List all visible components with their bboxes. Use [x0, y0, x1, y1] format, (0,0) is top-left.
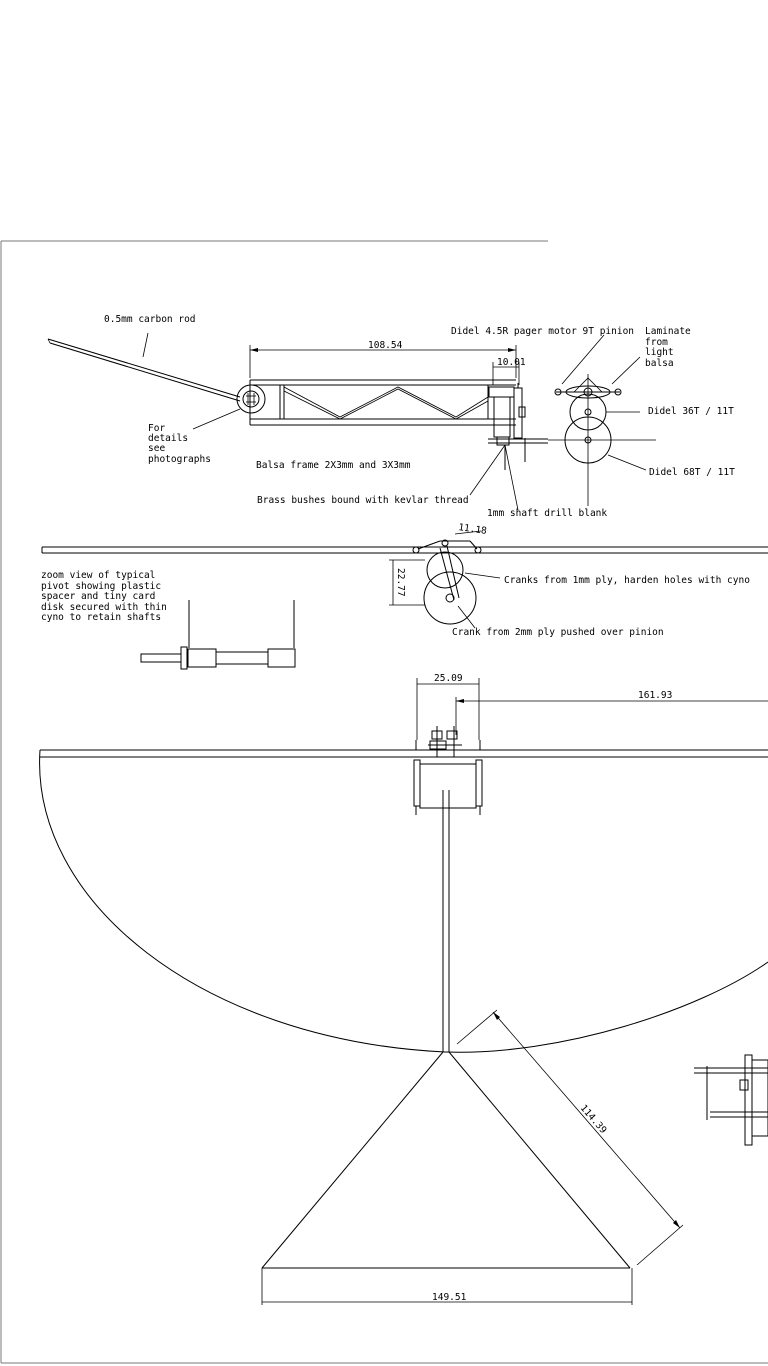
zoom-view-label-line-3: spacer and tiny card	[41, 591, 155, 602]
frame-length-value: 108.54	[368, 340, 403, 351]
shaft-label: 1mm shaft drill blank	[487, 508, 607, 519]
pivot-spacing-value: 25.09	[434, 673, 463, 684]
half-span-value: 161.93	[638, 690, 672, 701]
zoom-view-label-line-4: disk secured with thin	[41, 602, 167, 613]
motor-label: Didel 4.5R pager motor 9T pinion	[451, 326, 634, 337]
carbon-rod-label: 0.5mm carbon rod	[104, 314, 196, 325]
sheet-border	[0, 240, 768, 1364]
side-view-leaders	[469, 444, 519, 511]
gear-36t-label: Didel 36T / 11T	[648, 406, 734, 417]
spar-bar	[41, 546, 768, 554]
crank-height-value: 22.77	[395, 568, 406, 597]
frame-length-dimension	[249, 345, 520, 385]
zoom-pivot-detail	[140, 600, 296, 670]
carbon-rod	[47, 332, 241, 402]
crank-width-value: 11.18	[458, 522, 488, 537]
pivot-spacing-dimension	[416, 678, 768, 740]
crank-2mm-label: Crank from 2mm ply pushed over pinion	[452, 627, 664, 638]
laminate-label-line-4: balsa	[645, 358, 674, 369]
details-label-line-1: For	[148, 423, 165, 434]
zoom-view-label-line-5: cyno to retain shafts	[41, 612, 161, 623]
tail-edge-value: 114.39	[578, 1103, 609, 1136]
details-label-line-4: photographs	[148, 454, 211, 465]
cranks-1mm-label: Cranks from 1mm ply, harden holes with c…	[504, 575, 750, 586]
pivot-hub-detail	[192, 384, 266, 430]
tail-outline	[261, 1009, 684, 1305]
gear-train-front-view	[548, 334, 656, 506]
zoom-view-label-line-1: zoom view of typical	[41, 570, 155, 581]
crank-assembly	[389, 530, 501, 629]
zoom-view-label-line-2: pivot showing plastic	[41, 581, 161, 592]
wing-outline	[39, 749, 768, 1053]
motor-mount	[488, 383, 548, 470]
partial-side-detail-right	[694, 1054, 768, 1146]
small-offset-value: 10.01	[497, 357, 526, 368]
brass-bushes-label: Brass bushes bound with kevlar thread	[257, 495, 469, 506]
details-label-line-2: details	[148, 433, 188, 444]
laminate-label-line-3: light	[645, 347, 674, 358]
balsa-frame	[249, 379, 516, 426]
balsa-frame-label: Balsa frame 2X3mm and 3X3mm	[256, 460, 411, 471]
details-label-line-3: see	[148, 443, 165, 454]
wing-root-mechanism	[413, 726, 483, 815]
laminate-label-line-2: from	[645, 337, 668, 348]
gear-68t-label: Didel 68T / 11T	[649, 467, 735, 478]
laminate-label-line-1: Laminate	[645, 326, 691, 337]
tail-width-value: 149.51	[432, 1292, 467, 1303]
